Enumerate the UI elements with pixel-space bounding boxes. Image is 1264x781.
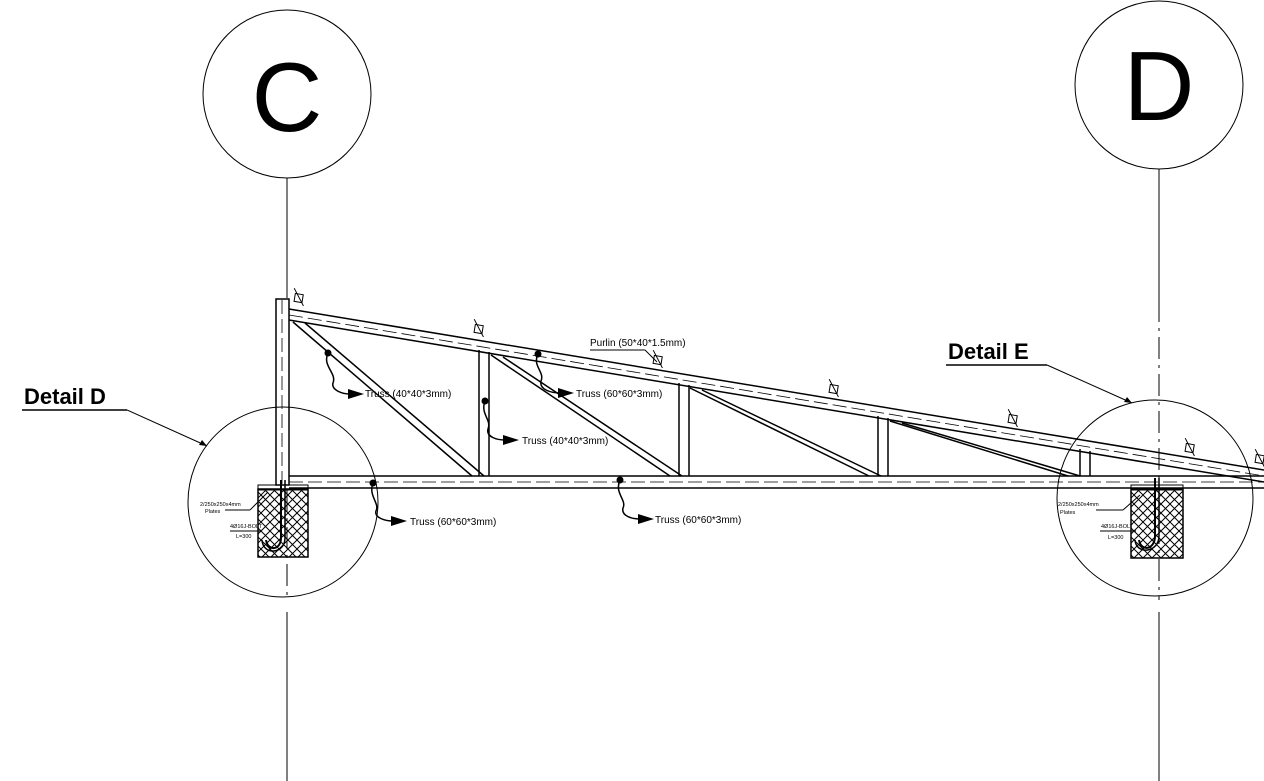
svg-text:4Ø16J-BOLT: 4Ø16J-BOLT — [1101, 524, 1134, 530]
grid-bubble-c: C — [202, 9, 372, 179]
purlin-symbols — [293, 287, 1264, 468]
left-column — [275, 298, 290, 486]
svg-text:Plates: Plates — [1060, 510, 1076, 516]
svg-text:Truss (60*60*3mm): Truss (60*60*3mm) — [410, 517, 496, 528]
detail-circle-d — [187, 406, 379, 598]
svg-text:2/250x250x4mm: 2/250x250x4mm — [1058, 502, 1099, 508]
detail-label-e: Detail E — [946, 339, 1133, 404]
purlin-symbol — [828, 378, 839, 398]
svg-text:L=300: L=300 — [236, 534, 251, 540]
bottom-chord — [289, 475, 1264, 489]
svg-text:Purlin (50*40*1.5mm): Purlin (50*40*1.5mm) — [590, 338, 686, 349]
purlin-symbol — [1184, 437, 1195, 457]
svg-text:4Ø16J-BOLT: 4Ø16J-BOLT — [230, 524, 263, 530]
grid-label-c: C — [252, 42, 323, 152]
truss-diagonals — [292, 321, 1081, 477]
svg-text:L=300: L=300 — [1108, 535, 1123, 541]
svg-text:Plates: Plates — [205, 509, 221, 515]
purlin-symbol — [1007, 408, 1018, 428]
svg-text:Truss (60*60*3mm): Truss (60*60*3mm) — [576, 389, 662, 400]
top-chord — [288, 308, 1264, 483]
purlin-symbol — [473, 318, 484, 338]
purlin-callout: Purlin (50*40*1.5mm) — [590, 338, 686, 363]
footing-left: 2/250x250x4mm Plates 4Ø16J-BOLT L=300 — [200, 480, 309, 558]
footing-right: 2/250x250x4mm Plates 4Ø16J-BOLT L=300 — [1058, 478, 1184, 559]
svg-text:Truss (40*40*3mm): Truss (40*40*3mm) — [365, 389, 451, 400]
svg-text:Truss (60*60*3mm): Truss (60*60*3mm) — [655, 515, 741, 526]
svg-text:Detail E: Detail E — [948, 339, 1029, 364]
purlin-symbol — [293, 287, 304, 307]
callout-web-2: Truss (60*60*3mm) — [534, 350, 662, 400]
truss-verticals — [478, 350, 1091, 476]
callout-web-3: Truss (40*40*3mm) — [481, 397, 608, 447]
purlin-symbol — [1254, 448, 1264, 468]
callout-bottom-1: Truss (60*60*3mm) — [369, 479, 496, 528]
callout-web-1: Truss (40*40*3mm) — [324, 349, 451, 400]
svg-text:2/250x250x4mm: 2/250x250x4mm — [200, 502, 241, 508]
purlin-symbol — [652, 349, 663, 369]
svg-text:Detail D: Detail D — [24, 384, 106, 409]
detail-circle-e — [1056, 399, 1254, 597]
detail-label-d: Detail D — [22, 384, 208, 447]
grid-label-d: D — [1124, 31, 1195, 141]
callout-bottom-2: Truss (60*60*3mm) — [616, 476, 741, 526]
svg-text:Truss (40*40*3mm): Truss (40*40*3mm) — [522, 436, 608, 447]
grid-bubble-d: D — [1074, 0, 1244, 170]
